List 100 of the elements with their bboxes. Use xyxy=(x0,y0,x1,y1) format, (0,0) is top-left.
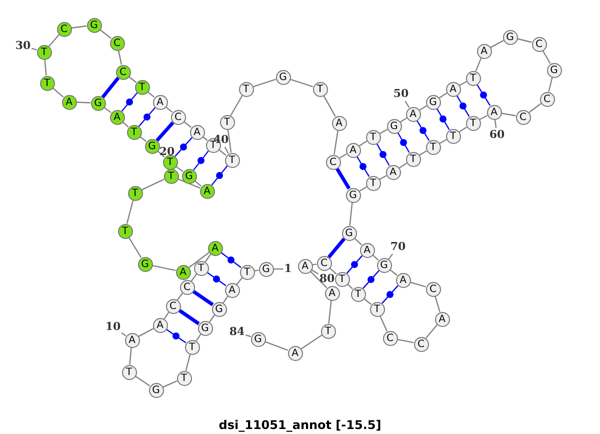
backbone-line xyxy=(434,296,440,312)
base-pair-line xyxy=(192,290,214,306)
base-pair-line xyxy=(101,76,120,98)
backbone-line xyxy=(129,347,132,365)
position-number: 60 xyxy=(489,129,505,141)
backbone-line xyxy=(475,58,482,72)
nucleotide-circle: G xyxy=(276,70,290,84)
backbone-line xyxy=(162,380,178,388)
backbone-line xyxy=(71,25,87,29)
leader-line xyxy=(494,119,497,128)
base-pair-line xyxy=(416,120,430,141)
base-pair-line xyxy=(327,238,346,258)
position-number: 84 xyxy=(229,326,245,338)
nucleotide-circle: T xyxy=(128,186,142,200)
base-pair-line xyxy=(436,108,450,130)
nucleotide-circle: T xyxy=(466,70,480,86)
nucleotide-circle: C xyxy=(316,256,332,270)
nucleotide-circle: C xyxy=(426,282,440,296)
backbone-line xyxy=(128,237,142,258)
backbone-line xyxy=(48,34,60,47)
nucleotide-circle: A xyxy=(406,106,420,122)
nucleotide-circle: T xyxy=(126,124,142,140)
nucleotide-circle: G xyxy=(376,258,392,272)
nucleotide-circle: T xyxy=(162,154,178,170)
nucleotide-circle: T xyxy=(122,364,136,380)
nucleotide-circle: A xyxy=(446,82,460,96)
nucleotide-circle: C xyxy=(382,330,398,346)
nucleotide-circle: C xyxy=(116,64,130,80)
backbone-line xyxy=(329,268,337,274)
backbone-line xyxy=(349,202,353,226)
backbone-line xyxy=(184,121,192,128)
backbone-line xyxy=(548,77,553,92)
backbone-line xyxy=(390,269,398,276)
nucleotide-circle: G xyxy=(250,332,266,346)
backbone-line xyxy=(359,186,367,192)
backbone-line xyxy=(188,252,210,268)
base-pair-line xyxy=(174,137,192,157)
backbone-line xyxy=(252,78,276,88)
nucleotide-circle: T xyxy=(350,286,366,302)
nucleotide-circle: C xyxy=(166,298,180,314)
leader-line xyxy=(274,268,284,270)
nucleotide-circle: A xyxy=(110,110,124,124)
backbone-line xyxy=(222,296,228,304)
backbone-line xyxy=(126,200,134,224)
backbone-line xyxy=(398,162,408,168)
backbone-line xyxy=(164,312,170,320)
leader-line xyxy=(121,332,126,336)
nucleotide-circle: A xyxy=(396,272,410,288)
nucleotide-circle: T xyxy=(426,140,440,154)
backbone-line xyxy=(490,40,504,48)
nucleotide-circle: T xyxy=(184,340,200,354)
base-pair-line xyxy=(397,132,410,153)
nucleotide-circle: A xyxy=(200,184,214,198)
nucleotide-circle: T xyxy=(238,82,254,96)
backbone-line xyxy=(185,354,191,371)
backbone-line xyxy=(425,324,438,339)
nucleotide-circle: T xyxy=(194,260,208,276)
backbone-line xyxy=(400,118,407,122)
nucleotide-circle: C xyxy=(540,92,554,106)
nucleotide-circle: A xyxy=(176,264,190,280)
backbone-line xyxy=(290,78,314,88)
backbone-line xyxy=(479,114,488,120)
nucleotide-circle: A xyxy=(152,94,168,110)
backbone-line xyxy=(501,112,516,116)
nucleotide-circle: T xyxy=(134,80,150,94)
backbone-line xyxy=(178,178,200,189)
backbone-line xyxy=(118,50,122,65)
backbone-line xyxy=(176,292,184,300)
base-pair-line xyxy=(376,143,390,166)
nucleotide-circle: T xyxy=(220,114,234,130)
nucleotide-circle: T xyxy=(176,370,192,386)
backbone-line xyxy=(419,105,427,111)
nucleotide-circle: G xyxy=(182,168,196,184)
nucleotide-circle: A xyxy=(190,124,204,140)
nucleotide-circle: A xyxy=(434,312,450,326)
nucleotide-circle: T xyxy=(164,168,178,184)
nucleotide-circle: A xyxy=(386,164,400,180)
backbone-line xyxy=(142,178,164,190)
backbone-line xyxy=(190,274,198,282)
backbone-line xyxy=(76,102,91,104)
backbone-line xyxy=(300,334,322,350)
backbone-line xyxy=(128,76,136,83)
nucleotide-circle: A xyxy=(288,346,302,360)
nucleotide-circle: G xyxy=(342,226,356,240)
backbone-line xyxy=(328,300,332,324)
nucleotide-circle: C xyxy=(532,36,546,52)
nucleotide-circle: G xyxy=(212,302,226,316)
nucleotide-circle: A xyxy=(224,282,240,298)
position-number: 50 xyxy=(393,88,409,100)
nucleotide-circle: G xyxy=(138,256,152,272)
nucleotide-circle: A xyxy=(124,332,140,348)
nucleotide-circle: T xyxy=(446,128,460,144)
nucleotide-circle: A xyxy=(208,240,222,256)
backbone-line xyxy=(218,149,226,156)
base-pair-line xyxy=(166,328,186,344)
leader-line xyxy=(245,334,252,338)
base-pair-line xyxy=(356,156,370,177)
nucleotide-circle: T xyxy=(36,44,52,60)
position-number: 10 xyxy=(105,321,121,333)
position-number: 30 xyxy=(15,40,31,52)
